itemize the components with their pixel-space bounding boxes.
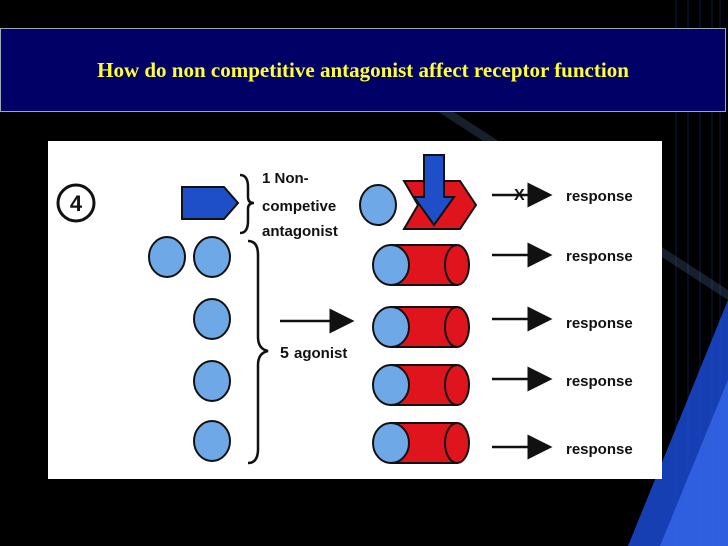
response-label: response bbox=[566, 188, 633, 205]
response-label: response bbox=[566, 248, 633, 265]
receptor-row: response bbox=[372, 364, 633, 406]
antagonist-label-line-2: competive bbox=[262, 198, 336, 215]
receptor-row: response bbox=[372, 242, 633, 286]
agonist-circle-icon bbox=[372, 364, 410, 406]
receptor-row: response bbox=[372, 422, 633, 464]
agonist-circle-icon bbox=[372, 422, 410, 464]
agonist-label: agonist bbox=[294, 345, 347, 362]
agonist-circle-icon bbox=[359, 184, 397, 226]
antagonist-label-line-3: antagonist bbox=[262, 223, 338, 240]
agonist-circle-icon bbox=[372, 244, 410, 286]
blocked-mark: X bbox=[514, 187, 525, 204]
agonist-circle-icon bbox=[372, 306, 410, 348]
agonist-circle-icon bbox=[193, 420, 231, 462]
receptor-diagram: 4 1 Non- competive antagonist 5 ago bbox=[56, 154, 633, 465]
response-label: response bbox=[566, 315, 633, 332]
agonist-circle-icon bbox=[193, 298, 231, 340]
antagonist-pentagon-icon bbox=[181, 186, 240, 220]
antagonist-arrow-icon bbox=[412, 154, 456, 227]
antagonist-bracket bbox=[239, 173, 255, 235]
slide-title: How do non competitive antagonist affect… bbox=[97, 57, 629, 82]
diagram-panel: 4 1 Non- competive antagonist 5 ago bbox=[48, 141, 662, 479]
response-label: response bbox=[566, 441, 633, 458]
agonist-bracket bbox=[247, 239, 269, 465]
agonist-circle-icon bbox=[148, 236, 186, 278]
receptor-row: response bbox=[372, 306, 633, 348]
step-number-circle-icon bbox=[56, 183, 96, 223]
agonist-circle-icon bbox=[193, 236, 231, 278]
antagonist-label-line-1: 1 Non- bbox=[262, 170, 309, 187]
agonist-count: 5 bbox=[280, 345, 289, 362]
response-label: response bbox=[566, 373, 633, 390]
title-bar: How do non competitive antagonist affect… bbox=[0, 28, 726, 112]
agonist-circle-icon bbox=[193, 360, 231, 402]
step-number: 4 bbox=[70, 191, 83, 216]
